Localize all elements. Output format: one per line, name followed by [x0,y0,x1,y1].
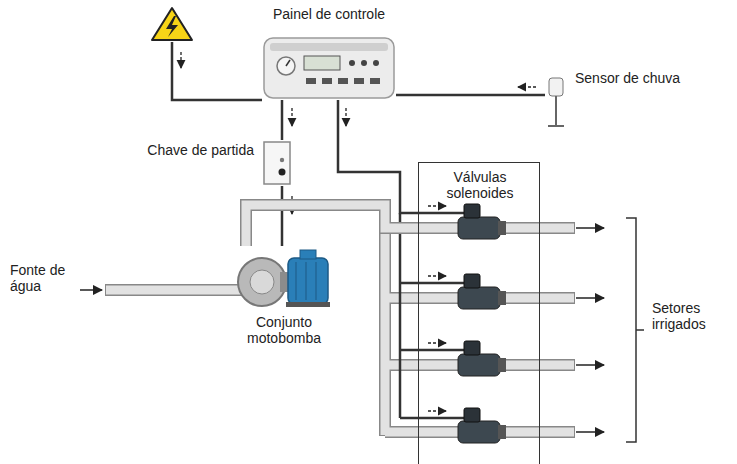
signal-arrow [345,108,346,126]
motor-pump-illustration [238,250,330,307]
intake-pipe [105,290,245,291]
rain-sensor-illustration [548,78,564,126]
wire-path [396,94,545,97]
signal-arrow [518,86,536,87]
signal-arrow [291,108,292,126]
component-label: Conjunto motobomba [224,314,344,346]
sectors-bracket [626,218,644,442]
water-source-label: Fonte de água [10,262,80,294]
component-label: Sensor de chuva [575,70,725,86]
control-panel: Painel de controle [262,36,396,100]
control-wire [338,100,418,213]
component-label: Painel de controle [242,6,416,22]
control-panel-illustration [264,38,394,98]
inflow-arrow [80,289,102,291]
starter-switch: Chave de partida [262,140,292,186]
signal-arrow [180,52,181,68]
pipe-fill [246,205,418,246]
solenoid-valves-frame: Válvulas solenoides [418,162,540,464]
starter-switch-illustration [264,142,290,184]
pipe-outline [246,205,418,246]
valve-wires [400,213,464,418]
solenoid-valves [458,204,506,443]
signal-arrow [428,342,446,343]
signal-arrow [428,410,446,411]
signal-arrow [428,275,446,276]
electric-warning-sign [152,8,192,40]
wire-path [338,100,418,213]
wire-path [281,186,284,246]
component-label: Válvulas solenoides [427,169,533,201]
motor-pump: Conjunto motobomba [236,246,332,308]
irrigated-sectors-label: Setores irrigados [652,300,732,332]
power-wire [172,42,262,100]
signal-arrow [428,205,446,206]
rain-sensor: Sensor de chuva [545,76,567,128]
component-label: Chave de partida [104,142,254,158]
control-wire [282,100,283,140]
wire-path [281,100,284,140]
control-wire [396,95,545,96]
water-pipe [246,205,418,246]
control-wire [282,186,283,246]
